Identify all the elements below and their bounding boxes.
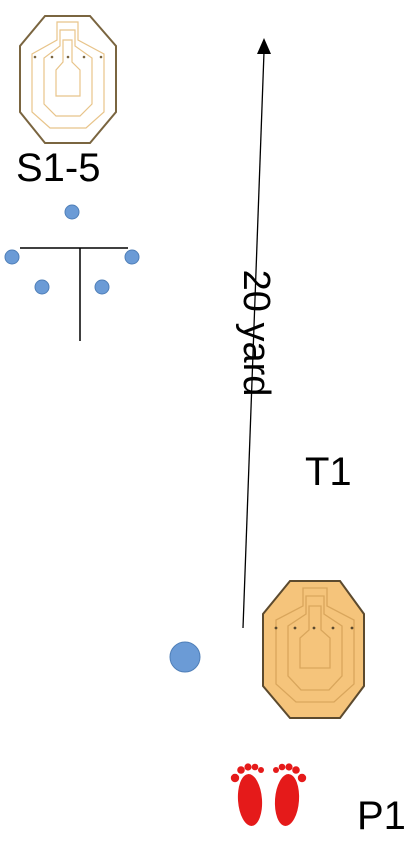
right-foot-toe bbox=[273, 767, 279, 773]
right-foot-toe bbox=[285, 763, 293, 771]
right-foot-toe bbox=[297, 773, 307, 783]
paper-target-icon bbox=[262, 580, 365, 719]
steel-plate-icon bbox=[4, 249, 20, 265]
steel-group-label: S1-5 bbox=[16, 146, 101, 190]
paper-target-outer-zone bbox=[275, 587, 355, 703]
left-foot-toe bbox=[244, 763, 252, 771]
steel-plate-rack bbox=[4, 204, 140, 341]
paper-target-dot bbox=[350, 626, 354, 630]
outline-target-dot bbox=[99, 55, 103, 59]
outline-target-outer-zone bbox=[31, 21, 105, 129]
outline-target-dot bbox=[50, 55, 54, 59]
paper-target-dot bbox=[293, 626, 297, 630]
steel-plate-icon bbox=[34, 279, 50, 295]
distance-arrow-shaft bbox=[242, 51, 265, 629]
paper-target-mid-zone bbox=[287, 595, 343, 691]
target-label: T1 bbox=[305, 450, 352, 494]
paper-target-inner-zone bbox=[299, 605, 331, 669]
steel-plate-icon bbox=[94, 279, 110, 295]
outline-target-dot bbox=[66, 55, 70, 59]
outline-target-dot bbox=[82, 55, 86, 59]
paper-target-dot bbox=[274, 626, 278, 630]
outline-target-shape bbox=[19, 15, 117, 144]
paper-target-shape bbox=[262, 580, 365, 719]
right-foot-toe bbox=[278, 763, 286, 771]
footprints-icon bbox=[230, 763, 307, 826]
steel-plate-icon bbox=[64, 204, 80, 220]
left-foot-sole bbox=[237, 774, 263, 826]
paper-target-dot bbox=[312, 626, 316, 630]
position-label: P1 bbox=[357, 794, 406, 838]
left-foot-toe bbox=[230, 773, 240, 783]
left-foot bbox=[230, 763, 264, 826]
left-foot-toe bbox=[258, 767, 264, 773]
right-foot-sole bbox=[274, 774, 300, 826]
outline-target-inner-zone bbox=[55, 39, 81, 97]
outline-target-dot bbox=[33, 55, 37, 59]
right-foot-toe bbox=[292, 766, 300, 774]
outline-target-mid-zone bbox=[43, 29, 93, 117]
outline-target-icon bbox=[19, 15, 117, 144]
distance-label: 20 yard bbox=[235, 269, 277, 397]
distance-arrow-head bbox=[257, 38, 271, 54]
steel-plate-icon bbox=[169, 641, 201, 673]
steel-plate-icon bbox=[124, 249, 140, 265]
distance-arrow-icon bbox=[242, 38, 271, 629]
right-foot bbox=[273, 763, 307, 826]
paper-target-dot bbox=[331, 626, 335, 630]
left-foot-toe bbox=[251, 763, 259, 771]
left-foot-toe bbox=[237, 766, 245, 774]
